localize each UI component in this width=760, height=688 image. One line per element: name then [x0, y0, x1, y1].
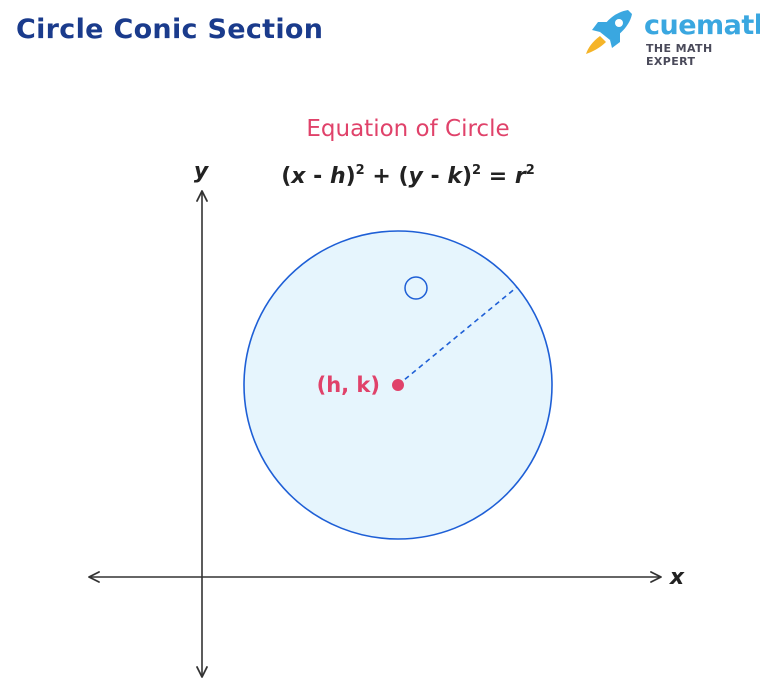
- center-point: [392, 379, 404, 391]
- small-point-marker: [404, 276, 428, 300]
- diagram-heading: Equation of Circle: [306, 116, 509, 142]
- page-title: Circle Conic Section: [16, 14, 324, 45]
- y-axis-label: y: [194, 159, 210, 184]
- center-label: (h, k): [317, 373, 380, 397]
- logo-tagline: THE MATH EXPERT: [646, 42, 713, 68]
- cuemath-logo[interactable]: cuemath THE MATH EXPERT: [582, 6, 760, 68]
- rocket-icon: [586, 10, 632, 54]
- logo-brand: cuemath: [644, 10, 760, 41]
- x-axis-label: x: [669, 565, 685, 590]
- circle-equation: (x - h)2 + (y - k)2 = r2: [281, 163, 535, 189]
- radius-line: [397, 286, 518, 386]
